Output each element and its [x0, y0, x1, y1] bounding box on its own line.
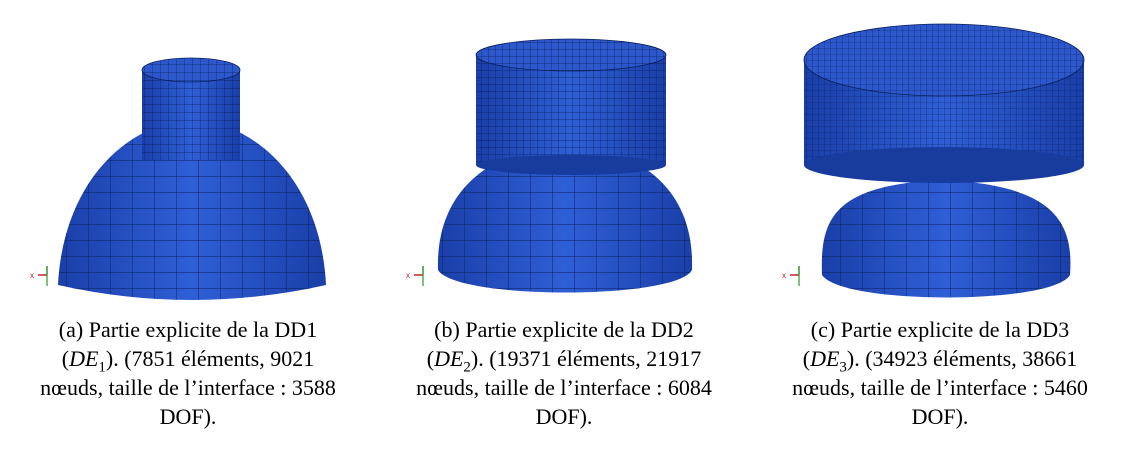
mesh-de3: x	[782, 23, 1085, 298]
mesh-de2: x	[406, 38, 693, 293]
caption-tag: (c)	[810, 317, 836, 342]
caption-a: (a) Partie explicite de la DD1 (DE1). (7…	[0, 315, 376, 431]
axis-x-label: x	[406, 271, 410, 280]
caption-de: DE	[810, 346, 840, 371]
caption-de-sub: 2	[463, 359, 471, 376]
caption-line1: Partie explicite de la DD1	[88, 317, 318, 342]
panel-a: x (a) Partie explicite de la DD1 (DE1). …	[0, 0, 376, 458]
axis-triad-icon: x	[30, 266, 48, 286]
caption-line4: DOF).	[159, 404, 217, 429]
caption-line1: Partie explicite de la DD2	[465, 317, 694, 342]
caption-line2: ). (34923 éléments, 38661	[846, 346, 1078, 371]
mesh-de1: x	[30, 57, 326, 300]
caption-de-sub: 3	[839, 359, 847, 376]
caption-line3: nœuds, taille de l’interface : 3588	[40, 375, 336, 400]
caption-de-sub: 1	[98, 359, 106, 376]
caption-de: DE	[434, 346, 464, 371]
caption-line2: ). (19371 éléments, 21917	[470, 346, 702, 371]
caption-line3: nœuds, taille de l’interface : 5460	[792, 375, 1088, 400]
panel-c: x (c) Partie explicite de la DD3 (DE3). …	[752, 0, 1128, 458]
caption-b: (b) Partie explicite de la DD2 (DE2). (1…	[376, 315, 752, 431]
axis-triad-icon: x	[782, 266, 800, 286]
axis-triad-icon: x	[406, 266, 424, 286]
axis-x-label: x	[782, 271, 786, 280]
axis-x-label: x	[30, 271, 34, 280]
caption-line1: Partie explicite de la DD3	[840, 317, 1070, 342]
caption-line3: nœuds, taille de l’interface : 6084	[416, 375, 712, 400]
caption-line4: DOF).	[535, 404, 593, 429]
caption-line2: ). (7851 éléments, 9021	[105, 346, 315, 371]
panel-b: x (b) Partie explicite de la DD2 (DE2). …	[376, 0, 752, 458]
caption-de: DE	[69, 346, 99, 371]
caption-tag: (b)	[434, 317, 460, 342]
caption-tag: (a)	[58, 317, 84, 342]
caption-c: (c) Partie explicite de la DD3 (DE3). (3…	[752, 315, 1128, 431]
caption-line4: DOF).	[911, 404, 969, 429]
